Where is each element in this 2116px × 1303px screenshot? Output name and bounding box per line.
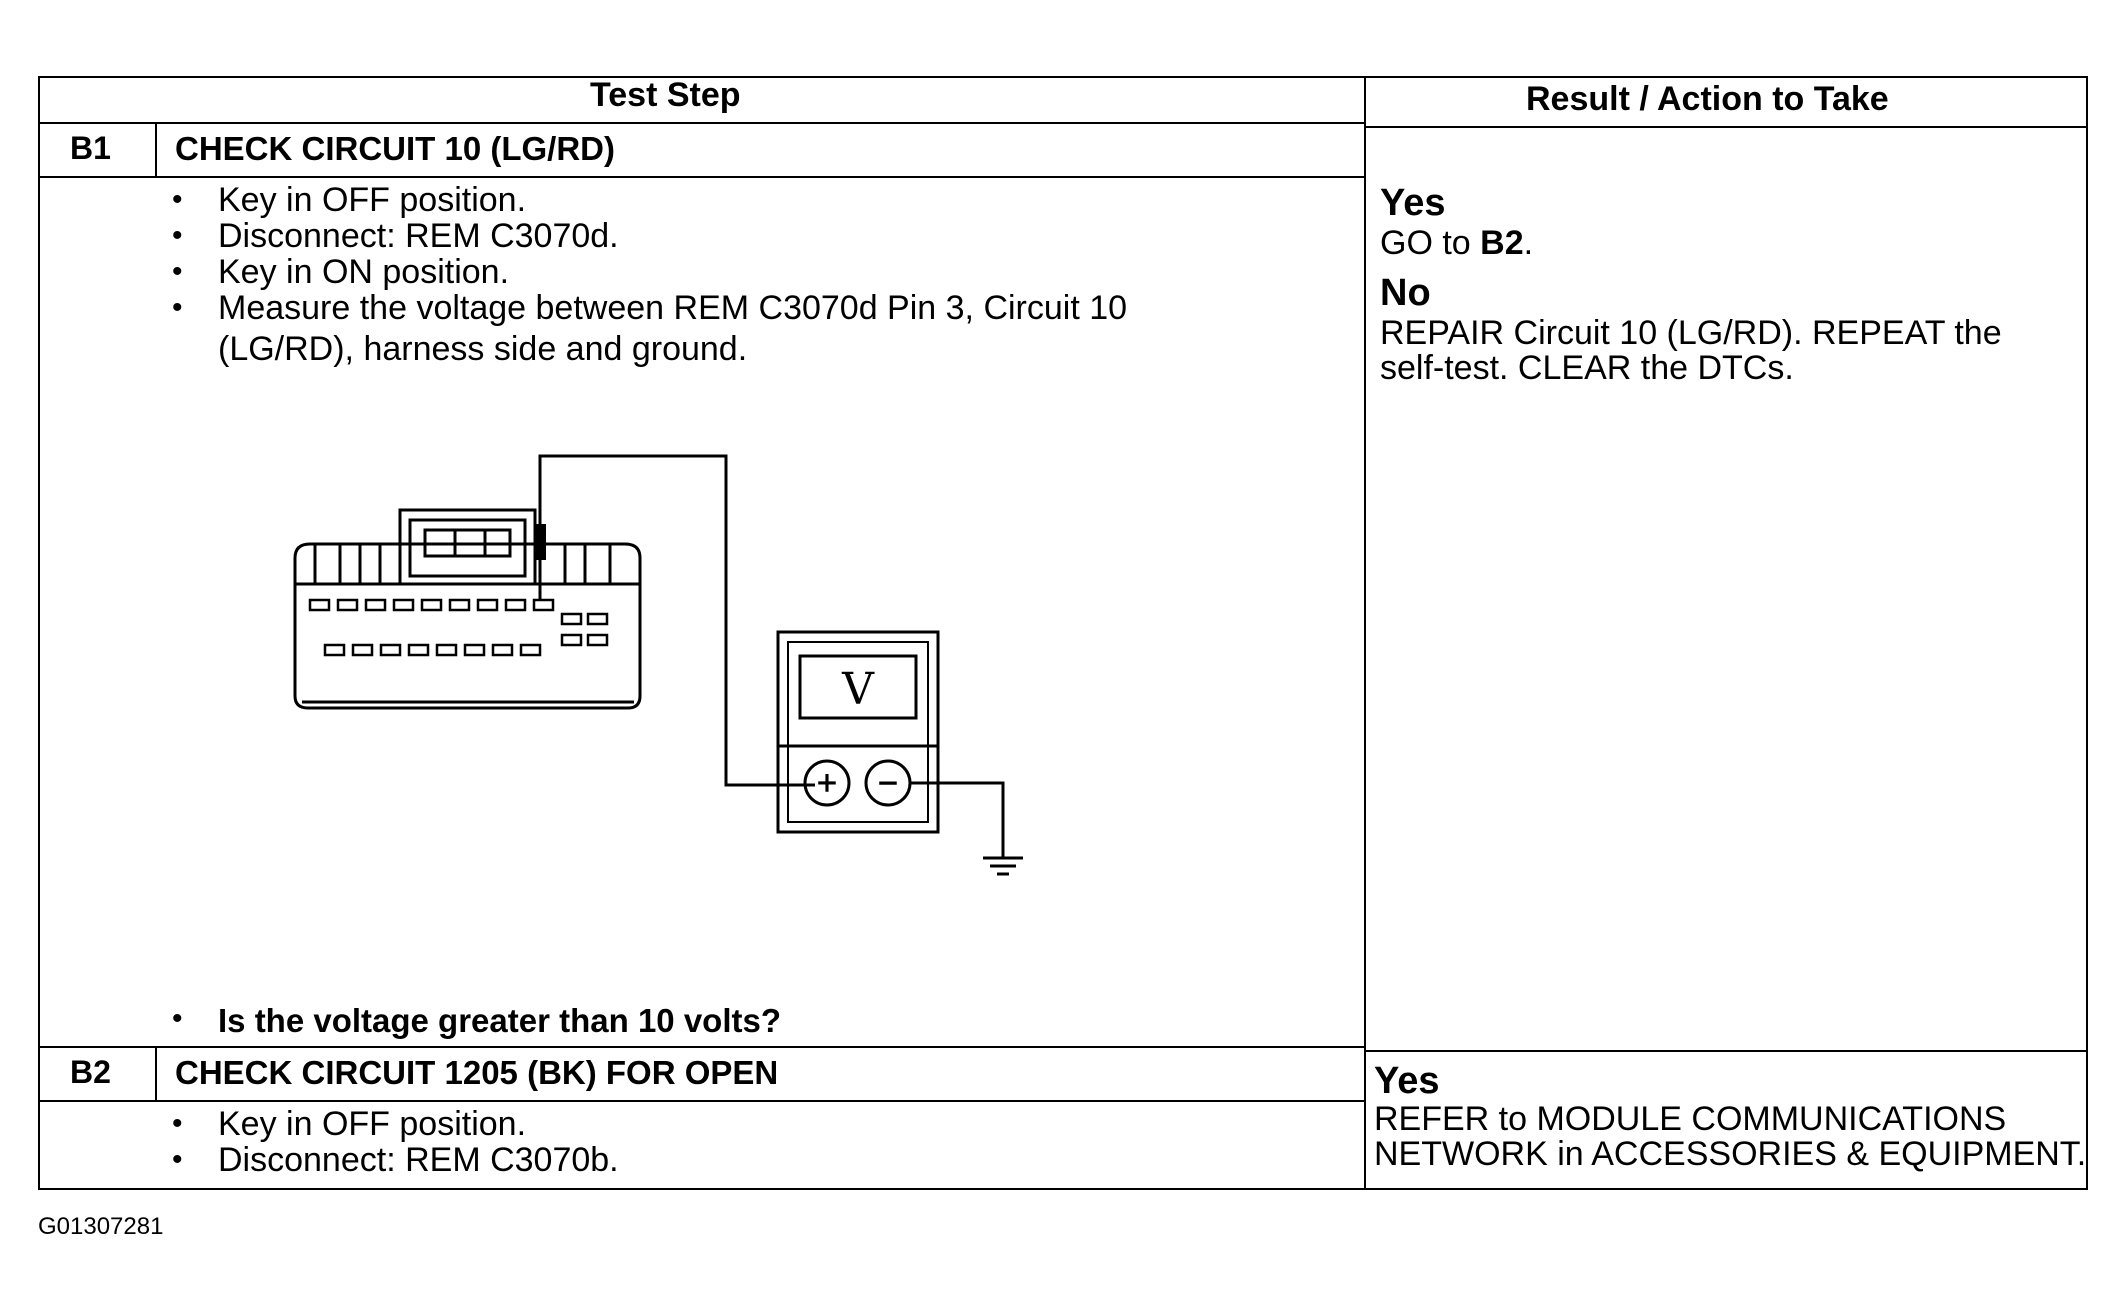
b1-b2-rule-right <box>1364 1050 2088 1052</box>
b1-title-rule <box>38 176 1364 178</box>
b1-no-action: REPAIR Circuit 10 (LG/RD). REPEAT the se… <box>1380 314 2002 387</box>
plus-terminal: + <box>815 766 838 799</box>
b1-yes-action: GO to B2. <box>1380 224 1534 262</box>
header-test-step: Test Step <box>590 76 741 114</box>
header-rule-right <box>1364 126 2088 128</box>
b2-yes-action: REFER to MODULE COMMUNICATIONS NETWORK i… <box>1374 1100 2087 1173</box>
b1-b2-rule-left <box>38 1046 1364 1048</box>
b2-id-divider <box>155 1046 157 1102</box>
b2-yes-label: Yes <box>1374 1060 1440 1102</box>
minus-terminal: − <box>876 766 899 799</box>
header-result-action: Result / Action to Take <box>1526 80 1889 118</box>
step-id-b1: B1 <box>70 130 111 166</box>
b1-yes-label: Yes <box>1380 182 1446 224</box>
b2-bullet-2: Disconnect: REM C3070b. <box>160 1142 619 1178</box>
b1-bullet-3: Key in ON position. <box>160 254 1127 290</box>
probe-tip <box>534 524 546 560</box>
connector-body <box>293 542 642 710</box>
figure-code: G01307281 <box>38 1213 164 1240</box>
b1-id-divider <box>155 122 157 178</box>
b1-instructions: Key in OFF position. Disconnect: REM C30… <box>160 182 1127 326</box>
b2-bullet-1: Key in OFF position. <box>160 1106 619 1142</box>
meter-v-symbol: V <box>841 664 875 715</box>
positive-lead <box>538 454 815 787</box>
b1-bullet-4-continued: (LG/RD), harness side and ground. <box>218 330 748 368</box>
step-title-b2: CHECK CIRCUIT 1205 (BK) FOR OPEN <box>175 1054 779 1091</box>
column-divider <box>1364 76 1366 1190</box>
voltmeter <box>776 630 940 834</box>
voltmeter-diagram: V + − <box>293 454 1023 876</box>
ground-icon <box>983 856 1023 876</box>
step-title-b1: CHECK CIRCUIT 10 (LG/RD) <box>175 130 616 167</box>
ground-lead <box>910 781 1005 858</box>
b2-title-rule <box>38 1100 1364 1102</box>
b1-bullet-4: Measure the voltage between REM C3070d P… <box>160 290 1127 326</box>
b1-bullet-2: Disconnect: REM C3070d. <box>160 218 1127 254</box>
b1-bullet-1: Key in OFF position. <box>160 182 1127 218</box>
header-rule-left <box>38 122 1364 124</box>
b1-question: Is the voltage greater than 10 volts? <box>160 1002 781 1040</box>
step-id-b2: B2 <box>70 1054 111 1090</box>
test-table <box>38 76 2088 1190</box>
b1-no-label: No <box>1380 272 1431 314</box>
b2-instructions: Key in OFF position. Disconnect: REM C30… <box>160 1106 619 1178</box>
